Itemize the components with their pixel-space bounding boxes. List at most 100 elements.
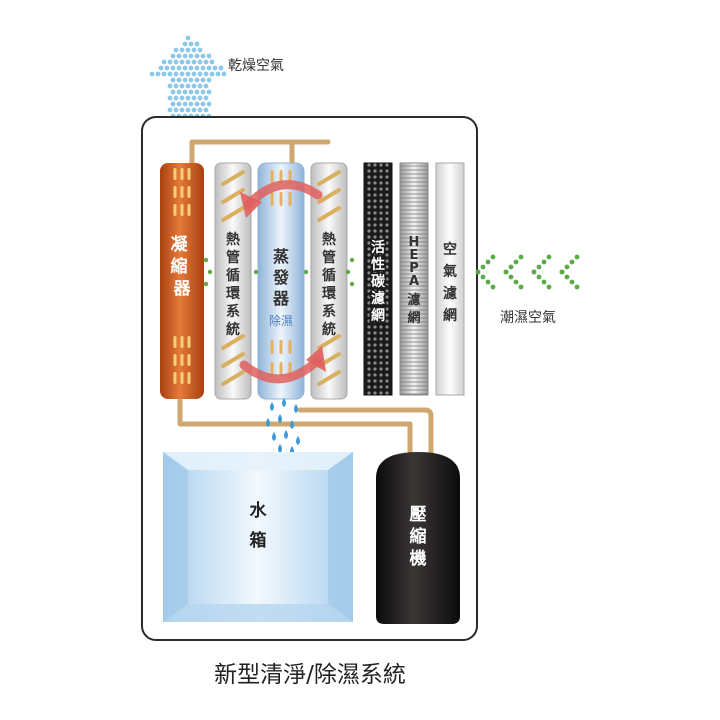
condenser-fin bbox=[173, 168, 177, 180]
dry-air-dot bbox=[197, 59, 203, 65]
humid-air-dot bbox=[574, 254, 580, 260]
dry-air-dot bbox=[206, 77, 212, 83]
dry-air-label: 乾燥空氣 bbox=[228, 58, 284, 74]
heat-pipe-left-label: 熱管循環系統 bbox=[226, 231, 241, 338]
dry-air-dot bbox=[164, 65, 170, 71]
dry-air-dot bbox=[218, 65, 224, 71]
dry-air-dot bbox=[197, 71, 203, 77]
evaporator-fin bbox=[288, 192, 292, 206]
dry-air-dot bbox=[179, 83, 185, 89]
humid-air-dot bbox=[485, 259, 491, 265]
dry-air-dot bbox=[179, 59, 185, 65]
dry-air-dot bbox=[173, 83, 179, 89]
dry-air-dot bbox=[155, 71, 161, 77]
humid-air-dot bbox=[546, 284, 552, 290]
humid-air-dot bbox=[345, 269, 351, 275]
humid-air-dot bbox=[349, 281, 355, 287]
dry-air-dot bbox=[173, 95, 179, 101]
condenser-fin bbox=[180, 186, 184, 198]
dry-air-dot bbox=[200, 65, 206, 71]
dry-air-dot bbox=[188, 53, 194, 59]
dry-air-dot bbox=[212, 65, 218, 71]
water-drop-icon bbox=[278, 444, 282, 453]
condenser-fin bbox=[173, 354, 177, 366]
evaporator-fin bbox=[270, 362, 274, 376]
humid-air-dot bbox=[485, 279, 491, 285]
dry-air-dot bbox=[185, 47, 191, 53]
heat-pipe-slot bbox=[221, 352, 245, 368]
dehumidify-label: 除濕 bbox=[269, 313, 293, 328]
water-drop-icon bbox=[270, 402, 274, 411]
air-filter: 空氣濾網 bbox=[435, 162, 465, 396]
humid-air-dot bbox=[513, 259, 519, 265]
humid-air-dot bbox=[203, 257, 209, 263]
dry-air-dot bbox=[176, 101, 182, 107]
dry-air-dot bbox=[191, 47, 197, 53]
humid-air-dot bbox=[536, 264, 542, 270]
water-drop-icon bbox=[266, 418, 270, 427]
humid-air-arrow bbox=[203, 254, 580, 290]
dry-air-dot bbox=[206, 65, 212, 71]
condenser-fin bbox=[180, 354, 184, 366]
dry-air-dot bbox=[191, 107, 197, 113]
condenser-fin bbox=[180, 168, 184, 180]
dry-air-dot bbox=[209, 71, 215, 77]
dry-air-dot bbox=[173, 71, 179, 77]
carbon-filter-label: 活性碳濾網 bbox=[371, 239, 386, 324]
humid-air-dot bbox=[564, 274, 570, 280]
dry-air-dot bbox=[221, 71, 227, 77]
condenser-fin bbox=[187, 186, 191, 198]
dry-air-dot bbox=[179, 71, 185, 77]
dry-air-dot bbox=[191, 59, 197, 65]
compressor: 壓縮機 bbox=[376, 452, 460, 624]
condenser-fin bbox=[180, 204, 184, 216]
evaporator-label: 蒸發器 bbox=[272, 247, 290, 308]
dry-air-dot bbox=[203, 83, 209, 89]
humid-air-dot bbox=[569, 279, 575, 285]
dry-air-dot bbox=[167, 95, 173, 101]
humid-air-dot bbox=[541, 279, 547, 285]
humid-air-dot bbox=[203, 281, 209, 287]
dry-air-dot bbox=[200, 89, 206, 95]
dry-air-dot bbox=[191, 95, 197, 101]
humid-air-dot bbox=[546, 254, 552, 260]
dry-air-dot bbox=[194, 77, 200, 83]
dry-air-dot bbox=[200, 53, 206, 59]
condenser-fin bbox=[173, 186, 177, 198]
dry-air-dot bbox=[149, 71, 155, 77]
dry-air-dot bbox=[182, 53, 188, 59]
heat-pipe-right: 熱管循環系統 bbox=[310, 162, 348, 400]
water-drop-icon bbox=[290, 420, 294, 429]
dry-air-dot bbox=[170, 89, 176, 95]
humid-air-dot bbox=[475, 269, 481, 275]
dry-air-dot bbox=[203, 71, 209, 77]
dry-air-dot bbox=[176, 77, 182, 83]
dry-air-dot bbox=[182, 101, 188, 107]
condenser-fin bbox=[187, 372, 191, 384]
dry-air-dot bbox=[173, 107, 179, 113]
dry-air-dot bbox=[185, 107, 191, 113]
circulation-arrows bbox=[239, 180, 323, 384]
evaporator-fin bbox=[288, 340, 292, 354]
dry-air-dot bbox=[197, 83, 203, 89]
humid-air-dot bbox=[574, 284, 580, 290]
dry-air-dot bbox=[197, 107, 203, 113]
dry-air-dot bbox=[206, 101, 212, 107]
water-drop-icon bbox=[282, 398, 286, 407]
dry-air-dot bbox=[182, 77, 188, 83]
condenser-fin bbox=[173, 372, 177, 384]
humid-air-dot bbox=[541, 259, 547, 265]
humid-air-dot bbox=[207, 269, 213, 275]
evaporator-fin bbox=[270, 192, 274, 206]
condenser-fin bbox=[173, 336, 177, 348]
humid-air-dot bbox=[564, 264, 570, 270]
dry-air-dot bbox=[197, 47, 203, 53]
humid-air-dot bbox=[480, 264, 486, 270]
water-drop-icon bbox=[296, 436, 300, 445]
heat-pipe-slot bbox=[317, 206, 341, 222]
water-tank-label: 水箱 bbox=[250, 500, 268, 551]
dry-air-dot bbox=[182, 41, 188, 47]
dry-air-dot bbox=[215, 71, 221, 77]
heat-pipe-slot bbox=[221, 188, 245, 204]
dry-air-dot bbox=[173, 47, 179, 53]
